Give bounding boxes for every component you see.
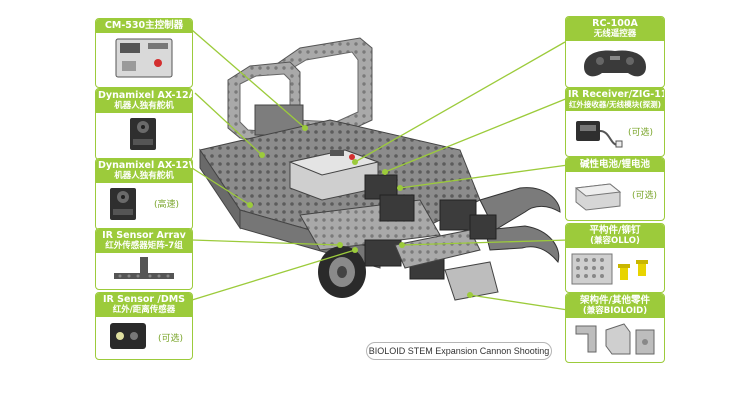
remote-icon: [584, 50, 646, 77]
card-title: IR Sensor /DMS: [102, 294, 186, 305]
ir-array-icon: [114, 256, 174, 279]
front-wheel: [318, 246, 366, 298]
leader-dots: [247, 125, 473, 298]
card-subtitle: 红外传感器矩阵-7组: [105, 240, 183, 251]
card-subtitle: (兼容BIOLOID): [582, 305, 648, 316]
card-cm530: CM-530主控制器: [95, 18, 193, 88]
upright-frames: [227, 37, 373, 143]
optional-label: (可选): [628, 127, 654, 138]
receiver-icon: [576, 120, 623, 148]
card-title: Dynamixel AX-12A: [98, 90, 193, 101]
cannon-arm: [394, 229, 499, 301]
card-ir-array: IR Sensor Arrav 红外传感器矩阵-7组: [95, 228, 193, 290]
battery-icon: [574, 183, 622, 211]
card-title: Dynamixel AX-12W: [98, 160, 193, 171]
card-ax12w: Dynamixel AX-12W 机器人独有舵机 (高速): [95, 158, 193, 230]
card-ir-receiver: IR Receiver/ZIG-110A 红外接收器/无线模块(探测) (可选): [565, 87, 665, 157]
card-title: IR Sensor Arrav: [102, 230, 186, 241]
card-title: IR Receiver/ZIG-110A: [568, 89, 664, 100]
card-title: 架构件/其他零件: [580, 295, 650, 306]
optional-label: (高速): [154, 199, 180, 210]
card-battery: 碱性电池/锂电池 (可选): [565, 157, 665, 221]
card-subtitle: (兼容OLLO): [590, 235, 640, 246]
frame-rivet-icon: [571, 253, 648, 285]
optional-label: (可选): [158, 333, 184, 344]
diagram-caption: BIOLOID STEM Expansion Cannon Shooting: [366, 342, 552, 360]
card-rc100a: RC-100A 无线遥控器: [565, 16, 665, 88]
card-subtitle: 红外/距离传感器: [112, 304, 176, 315]
card-title: CM-530主控制器: [104, 20, 184, 31]
bracket-icon: [575, 323, 655, 355]
card-title: RC-100A: [592, 18, 638, 29]
card-title: 平构件/铆钉: [589, 225, 641, 236]
controller-icon: [115, 38, 173, 78]
card-dms: IR Sensor /DMS 红外/距离传感器 (可选): [95, 292, 193, 360]
card-subtitle: 机器人独有舵机: [114, 100, 174, 111]
dms-sensor-icon: [110, 322, 146, 349]
card-subtitle: 机器人独有舵机: [114, 170, 174, 181]
servo-icon: [130, 117, 156, 150]
card-ax12a: Dynamixel AX-12A 机器人独有舵机: [95, 88, 193, 160]
card-brackets: 架构件/其他零件 (兼容BIOLOID): [565, 293, 665, 363]
gripper-claws: [469, 187, 561, 264]
card-subtitle: 红外接收器/无线模块(探测): [568, 99, 662, 109]
card-title: 碱性电池/锂电池: [580, 159, 650, 170]
servo-w-icon: [110, 187, 136, 220]
leader-lines: [191, 29, 569, 311]
optional-label: (可选): [632, 190, 658, 201]
card-frames-rivets: 平构件/铆钉 (兼容OLLO): [565, 223, 665, 293]
card-subtitle: 无线遥控器: [593, 28, 637, 39]
